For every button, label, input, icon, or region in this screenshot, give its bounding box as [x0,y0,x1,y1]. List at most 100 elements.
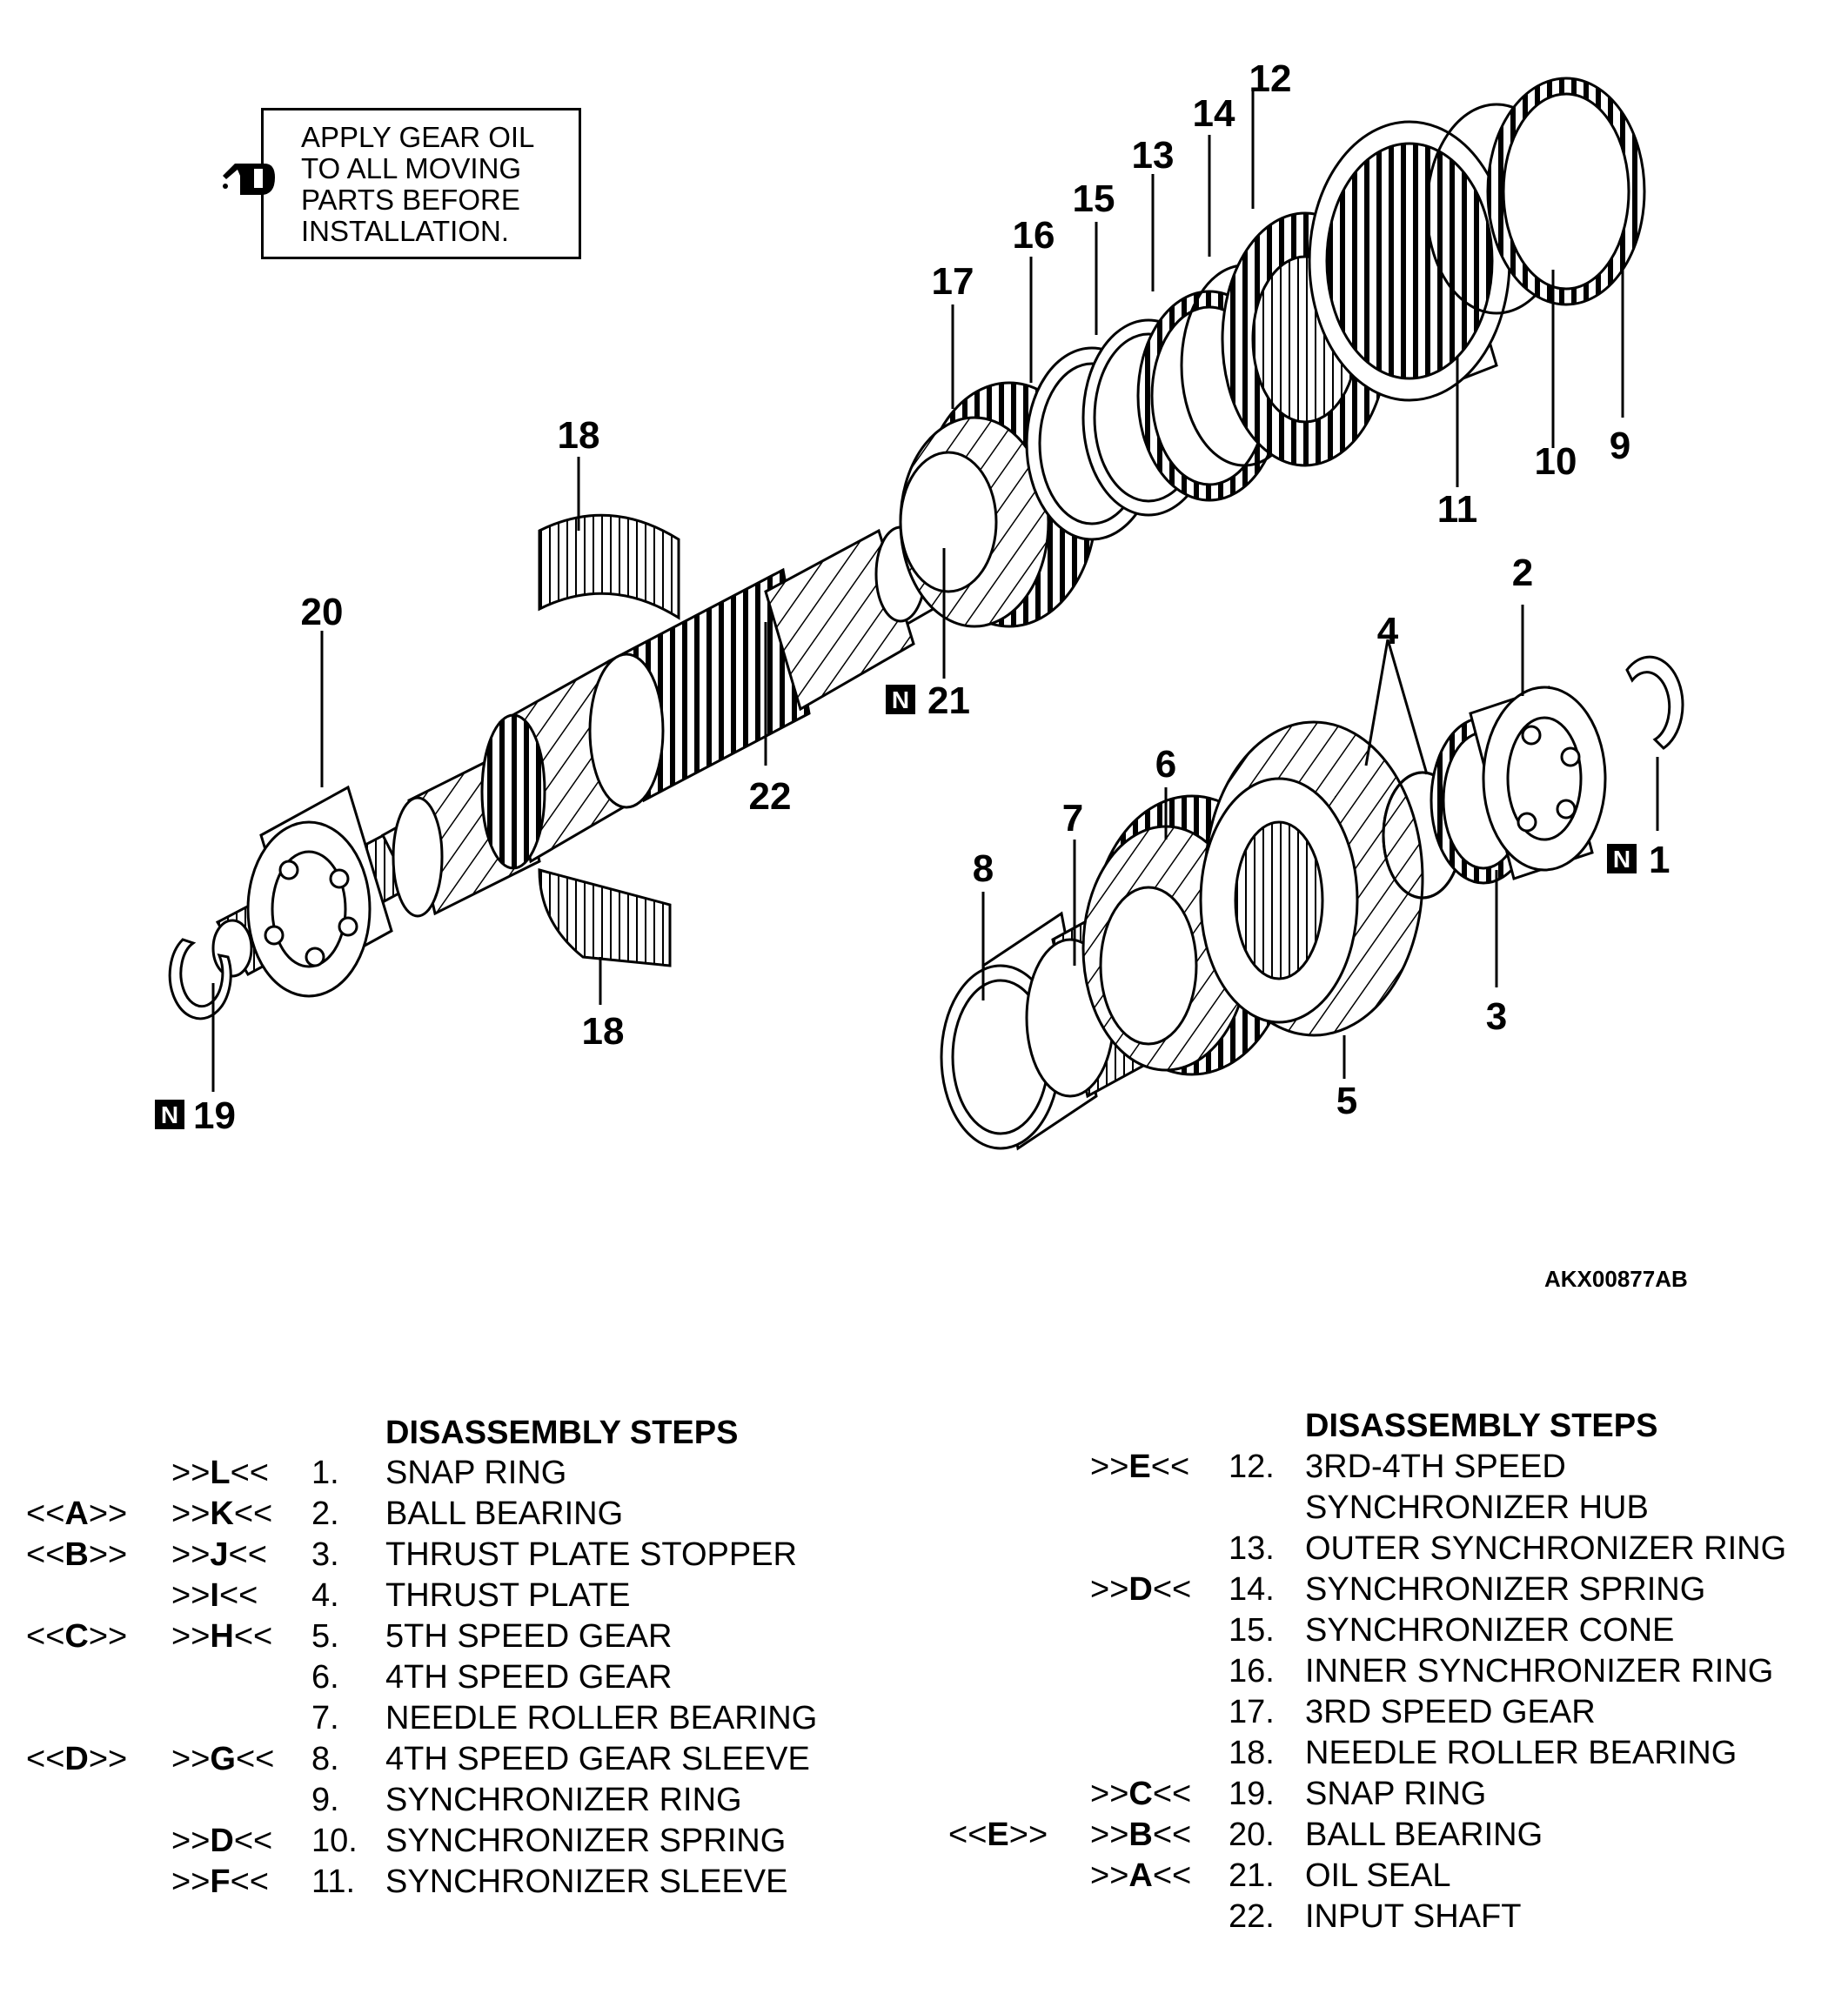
svg-text:N: N [892,686,909,713]
install-code: >>D<< [1090,1571,1192,1608]
step-name: SNAP RING [1305,1776,1487,1812]
svg-text:N: N [161,1101,178,1128]
callout-20: 20 [301,591,344,633]
callout-14: 14 [1193,92,1235,135]
svg-text:N: N [1613,846,1630,873]
step-number: 21. [1229,1857,1275,1894]
step-number: 6. [311,1659,339,1696]
step-name: SNAP RING [385,1455,567,1491]
step-name: 5TH SPEED GEAR [385,1618,673,1655]
step-name: SYNCHRONIZER SPRING [385,1823,787,1859]
steps-heading-right: DISASSEMBLY STEPS [1305,1408,1658,1444]
steps-heading-left: DISASSEMBLY STEPS [385,1415,739,1451]
ball-bearing-20 [246,785,393,998]
step-name: SYNCHRONIZER RING [385,1782,742,1818]
callout-21: 21 [927,679,970,722]
callout-15: 15 [1073,177,1115,220]
callout-10: 10 [1535,440,1577,483]
step-number: 3. [311,1536,339,1573]
needle-bearing-18-lower [538,868,672,967]
new-part-badge-1: N [1607,844,1637,873]
step-number: 19. [1229,1776,1275,1812]
step-number: 9. [311,1782,339,1818]
step-number: 11. [311,1863,356,1900]
callout-9: 9 [1610,425,1630,467]
step-name: OIL SEAL [1305,1857,1451,1894]
step-name: SYNCHRONIZER HUB [1305,1489,1649,1526]
lower-gear-stack [940,655,1684,1151]
step-name: 4TH SPEED GEAR [385,1659,673,1696]
step-name: THRUST PLATE STOPPER [385,1536,797,1573]
step-name: SYNCHRONIZER SPRING [1305,1571,1706,1608]
removal-code: <<D>> [26,1741,128,1777]
install-code: >>C<< [1090,1776,1192,1812]
callout-19: 19 [193,1094,236,1137]
step-name: BALL BEARING [385,1495,624,1532]
step-number: 12. [1229,1449,1275,1485]
needle-bearing-18-upper [538,513,680,620]
step-number: 17. [1229,1694,1275,1730]
step-name: SYNCHRONIZER CONE [1305,1612,1675,1649]
new-part-badge-19: N [155,1100,184,1129]
callout-1: 1 [1649,839,1670,881]
callout-12: 12 [1249,57,1292,100]
callout-18a: 18 [558,414,600,457]
new-part-badges: N N N [155,685,1637,1129]
step-name: BALL BEARING [1305,1817,1543,1853]
callout-22: 22 [749,775,792,818]
install-code: >>L<< [171,1455,269,1491]
callout-11: 11 [1437,488,1478,531]
step-name: 3RD SPEED GEAR [1305,1694,1596,1730]
new-part-badge-21: N [886,685,915,714]
exploded-parts-diagram: 1 2 3 4 5 6 7 8 9 10 11 12 13 14 15 16 1… [155,57,1684,1151]
step-name: OUTER SYNCHRONIZER RING [1305,1530,1787,1567]
step-number: 14. [1229,1571,1275,1608]
step-number: 2. [311,1495,339,1532]
reference-code: AKX00877AB [1544,1266,1688,1292]
step-number: 18. [1229,1735,1275,1771]
step-number: 4. [311,1577,339,1614]
removal-code: <<B>> [26,1536,128,1573]
callout-5: 5 [1336,1080,1357,1122]
step-name: 3RD-4TH SPEED [1305,1449,1566,1485]
callout-2: 2 [1512,552,1533,594]
step-number: 7. [311,1700,339,1736]
callout-17: 17 [932,260,974,303]
step-number: 10. [311,1823,358,1859]
synchronizer-ring-9 [1486,77,1646,306]
snap-ring-1 [1625,655,1684,750]
install-code: >>A<< [1090,1857,1192,1894]
oil-can-icon [223,164,275,195]
callout-8: 8 [973,847,994,890]
callout-16: 16 [1013,214,1055,257]
ball-bearing-2 [1469,686,1607,880]
step-number: 5. [311,1618,339,1655]
step-number: 13. [1229,1530,1275,1567]
callout-18b: 18 [582,1010,625,1053]
step-name: SYNCHRONIZER SLEEVE [385,1863,788,1900]
install-code: >>H<< [171,1618,273,1655]
install-code: >>B<< [1090,1817,1192,1853]
removal-code: <<E>> [948,1817,1048,1853]
install-code: >>J<< [171,1536,267,1573]
removal-code: <<A>> [26,1495,128,1532]
step-number: 1. [311,1455,339,1491]
gear-oil-note-text: APPLY GEAR OIL TO ALL MOVING PARTS BEFOR… [301,121,535,247]
leader-lines [211,91,1659,1092]
callout-labels: 1 2 3 4 5 6 7 8 9 10 11 12 13 14 15 16 1… [193,57,1670,1137]
step-name: NEEDLE ROLLER BEARING [1305,1735,1738,1771]
install-code: >>F<< [171,1863,269,1900]
callout-3: 3 [1486,995,1507,1038]
callout-6: 6 [1155,743,1176,786]
install-code: >>E<< [1090,1449,1190,1485]
install-code: >>D<< [171,1823,273,1859]
step-number: 8. [311,1741,339,1777]
step-name: INPUT SHAFT [1305,1898,1522,1935]
install-code: >>G<< [171,1741,275,1777]
callout-4: 4 [1377,610,1399,652]
callout-7: 7 [1062,797,1083,840]
fifth-speed-gear-5 [1199,720,1424,1037]
install-code: >>K<< [171,1495,273,1532]
step-name: THRUST PLATE [385,1577,631,1614]
step-number: 16. [1229,1653,1275,1689]
